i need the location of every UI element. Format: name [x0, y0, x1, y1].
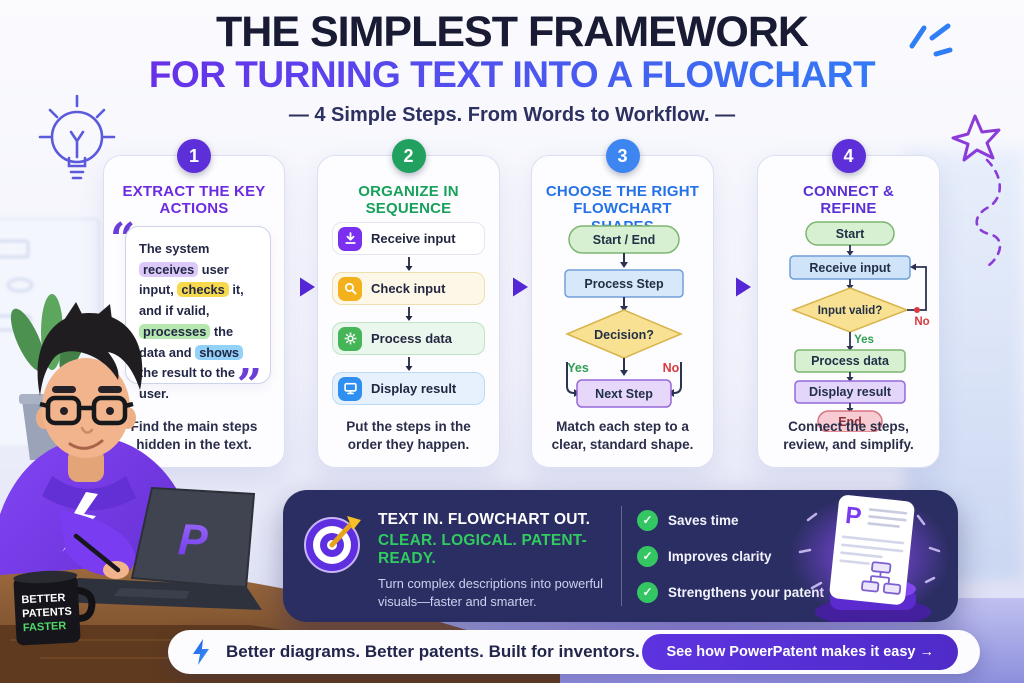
svg-text:Start: Start	[836, 227, 865, 241]
sequence-item: Display result	[332, 372, 485, 405]
target-icon	[304, 516, 361, 573]
right-arrow-icon	[499, 277, 528, 297]
benefits-list: ✓ Saves time ✓ Improves clarity ✓ Streng…	[637, 508, 824, 616]
step-caption: Put the steps in the order they happen.	[346, 419, 471, 453]
quote-text: The system receives user input, checks i…	[139, 241, 244, 402]
page-subtitle-gradient: FOR TURNING TEXT INTO A FLOWCHART	[0, 54, 1024, 96]
step-card-2: 2 ORGANIZE IN SEQUENCE Receive input Che…	[317, 139, 500, 468]
patent-document-art: P	[778, 490, 958, 622]
step-caption: Find the main steps hidden in the text.	[130, 419, 258, 453]
svg-text:Start / End: Start / End	[593, 233, 656, 247]
laptop: P	[58, 486, 262, 610]
step-card-1: 1 EXTRACT THE KEY ACTIONS “ The system r…	[103, 139, 285, 468]
highlight-checks: checks	[177, 282, 229, 298]
banner-text: TEXT IN. FLOWCHART OUT. CLEAR. LOGICAL. …	[378, 511, 613, 611]
header: THE SIMPLEST FRAMEWORK FOR TURNING TEXT …	[0, 8, 1024, 127]
svg-text:P: P	[844, 502, 863, 531]
sparkle-icon	[909, 23, 953, 57]
highlight-shows: shows	[195, 344, 244, 360]
svg-text:Receive input: Receive input	[809, 261, 891, 275]
sequence-label: Receive input	[371, 231, 456, 246]
banner-subheadline: CLEAR. LOGICAL. PATENT-READY.	[378, 532, 587, 567]
banner-body: Turn complex descriptions into powerful …	[378, 576, 603, 609]
highlight-receives: receives	[139, 261, 199, 277]
search-icon	[338, 276, 362, 301]
down-arrow-icon	[332, 355, 485, 372]
step-card-4: 4 CONNECT & REFINE Start Receive input I…	[757, 139, 940, 468]
step-title: CONNECT & REFINE	[803, 183, 894, 218]
sequence-label: Display result	[371, 381, 457, 396]
benefit-item: ✓ Saves time	[637, 508, 824, 532]
step-number-badge: 4	[831, 139, 866, 173]
monitor-icon	[338, 376, 362, 401]
banner-headline: TEXT IN. FLOWCHART OUT.	[378, 511, 591, 528]
check-icon: ✓	[637, 509, 658, 531]
gear-icon	[338, 326, 362, 351]
step-number-badge: 1	[177, 139, 211, 173]
step-number-badge: 3	[605, 139, 640, 173]
refined-flowchart-diagram: Start Receive input Input valid? No Yes …	[789, 221, 930, 432]
pen	[73, 533, 121, 573]
lightning-icon	[193, 639, 209, 665]
benefit-item: ✓ Strengthens your patent	[637, 580, 824, 604]
sequence-list: Receive input Check input Process data	[332, 222, 485, 405]
right-arrow-icon	[286, 277, 315, 297]
svg-text:Yes: Yes	[567, 361, 589, 375]
example-quote-card: The system receives user input, checks i…	[125, 226, 271, 401]
whiteboard-backdrop	[0, 218, 100, 448]
svg-text:Yes: Yes	[854, 334, 874, 346]
lightbulb-icon	[38, 94, 116, 180]
arm	[58, 510, 135, 576]
flowchart-shapes-diagram: Start / End Process Step Decision? Yes N…	[564, 225, 684, 408]
check-icon: ✓	[637, 581, 658, 603]
step-title: ORGANIZE IN SEQUENCE	[358, 183, 459, 218]
value-banner: TEXT IN. FLOWCHART OUT. CLEAR. LOGICAL. …	[283, 490, 958, 622]
lightning-emblem	[62, 492, 98, 552]
download-icon	[338, 226, 362, 251]
check-icon: ✓	[637, 545, 658, 567]
svg-text:Display result: Display result	[809, 385, 892, 399]
step-card-3: 3 CHOOSE THE RIGHT FLOWCHART SHAPES Star…	[531, 139, 714, 468]
svg-text:Input valid?: Input valid?	[818, 305, 883, 317]
highlight-processes: processes	[139, 323, 211, 339]
footer-tagline: Better diagrams. Better patents. Built f…	[226, 642, 640, 661]
step-title: EXTRACT THE KEY ACTIONS	[122, 183, 266, 218]
footer-bar: Better diagrams. Better patents. Built f…	[168, 630, 980, 674]
svg-text:No: No	[914, 316, 929, 328]
down-arrow-icon	[332, 305, 485, 322]
sequence-label: Process data	[371, 331, 452, 346]
svg-text:End: End	[838, 415, 862, 429]
svg-text:No: No	[663, 361, 680, 375]
sequence-item: Check input	[332, 272, 485, 305]
step-number-badge: 2	[391, 139, 426, 173]
star-doodle-icon	[951, 114, 1002, 270]
svg-text:Process Step: Process Step	[584, 277, 664, 291]
benefit-item: ✓ Improves clarity	[637, 544, 824, 568]
sequence-item: Receive input	[332, 222, 485, 255]
divider	[621, 506, 622, 606]
sequence-label: Check input	[371, 281, 446, 296]
svg-text:Process data: Process data	[811, 354, 890, 368]
svg-text:Next Step: Next Step	[595, 387, 653, 401]
document: P	[829, 495, 915, 605]
step-title: CHOOSE THE RIGHT FLOWCHART SHAPES	[545, 183, 700, 235]
sequence-item: Process data	[332, 322, 485, 355]
cta-button[interactable]: See how PowerPatent makes it easy →	[642, 634, 958, 670]
close-quote-icon: ”	[236, 360, 262, 411]
svg-text:Decision?: Decision?	[594, 328, 654, 342]
right-arrow-icon	[722, 277, 751, 297]
down-arrow-icon	[332, 255, 485, 272]
page-tagline: — 4 Simple Steps. From Words to Workflow…	[288, 103, 736, 126]
step-caption: Match each step to a clear, standard sha…	[551, 419, 694, 453]
page-title: THE SIMPLEST FRAMEWORK	[216, 8, 809, 56]
svg-text:P: P	[177, 515, 210, 566]
step-caption: Connect the steps, review, and simplify.	[783, 419, 914, 453]
